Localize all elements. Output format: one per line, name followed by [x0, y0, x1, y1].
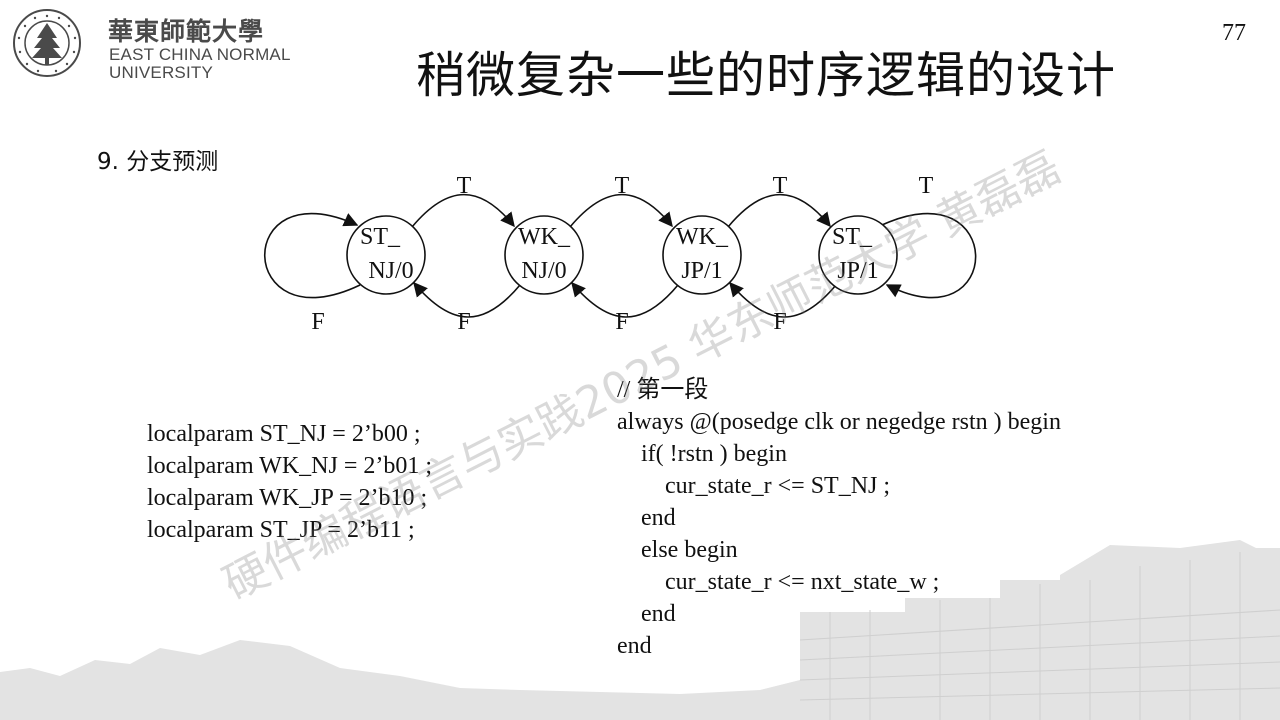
- code-line-else: else begin: [641, 537, 738, 563]
- state-node-wk-jp: [662, 215, 742, 295]
- edge-label-f-st-nj: F: [457, 309, 470, 335]
- code-line-always: always @(posedge clk or negedge rstn ) b…: [617, 409, 1061, 435]
- university-name-english-line1: EAST CHINA NORMAL: [109, 45, 291, 64]
- slide-title: 稍微复杂一些的时序逻辑的设计: [416, 47, 1117, 104]
- state-label-st-jp-line2: JP/1: [837, 258, 878, 284]
- state-label-wk-jp-line1: WK_: [676, 224, 729, 250]
- transition-wk-nj-to-wk-jp: [569, 193, 673, 228]
- university-name-chinese: 華東師範大學: [108, 17, 265, 46]
- edge-label-f-wk-jp: F: [773, 309, 786, 335]
- edge-label-t-wk-nj: T: [457, 173, 472, 199]
- localparam-line: localparam WK_NJ = 2’b01 ;: [147, 453, 433, 479]
- state-node-wk-nj: [504, 215, 584, 295]
- university-name-english-line2: UNIVERSITY: [109, 63, 214, 82]
- code-line-end: end: [641, 505, 676, 531]
- state-label-wk-nj-line1: WK_: [518, 224, 571, 250]
- page-number: 77: [1222, 20, 1246, 46]
- state-label-st-nj-line1: ST_: [360, 224, 401, 250]
- code-line-if: if( !rstn ) begin: [641, 441, 787, 467]
- transition-self-loop-st-nj: [263, 212, 361, 299]
- university-name-english: EAST CHINA NORMAL UNIVERSITY: [109, 46, 291, 82]
- state-node-st-nj: [346, 215, 426, 295]
- state-label-st-nj-line2: NJ/0: [368, 258, 413, 284]
- state-label-st-jp-line1: ST_: [832, 224, 873, 250]
- code-block-stage-one: // 第一段 always @(posedge clk or negedge r…: [617, 374, 1061, 662]
- localparam-line: localparam ST_JP = 2’b11 ;: [147, 517, 415, 543]
- localparam-list: localparam ST_NJ = 2’b00 ; localparam WK…: [147, 418, 432, 546]
- code-line-end: end: [617, 633, 652, 659]
- edge-label-t-st-jp: T: [773, 173, 788, 199]
- code-comment: // 第一段: [617, 377, 709, 403]
- edge-label-t-self-st-jp: T: [919, 173, 934, 199]
- edge-label-f-wk-nj: F: [615, 309, 628, 335]
- transition-st-jp-to-wk-jp: [729, 281, 837, 318]
- transition-wk-nj-to-st-nj: [413, 281, 521, 318]
- edge-label-f-self-st-nj: F: [311, 309, 324, 335]
- transition-self-loop-st-jp: [881, 212, 977, 299]
- localparam-line: localparam WK_JP = 2’b10 ;: [147, 485, 428, 511]
- state-label-wk-nj-line2: NJ/0: [521, 258, 566, 284]
- state-label-wk-jp-line2: JP/1: [681, 258, 722, 284]
- section-heading: 9. 分支预测: [97, 149, 219, 175]
- localparam-line: localparam ST_NJ = 2’b00 ;: [147, 421, 421, 447]
- transition-wk-jp-to-wk-nj: [571, 281, 679, 318]
- edge-label-t-wk-jp: T: [615, 173, 630, 199]
- transition-st-nj-to-wk-nj: [411, 193, 515, 228]
- state-node-st-jp: [818, 215, 898, 295]
- code-line-end: end: [641, 601, 676, 627]
- transition-wk-jp-to-st-jp: [727, 193, 831, 228]
- code-line-reset-assign: cur_state_r <= ST_NJ ;: [665, 473, 891, 499]
- code-line-next-assign: cur_state_r <= nxt_state_w ;: [665, 569, 940, 595]
- university-seal-icon: [13, 9, 81, 77]
